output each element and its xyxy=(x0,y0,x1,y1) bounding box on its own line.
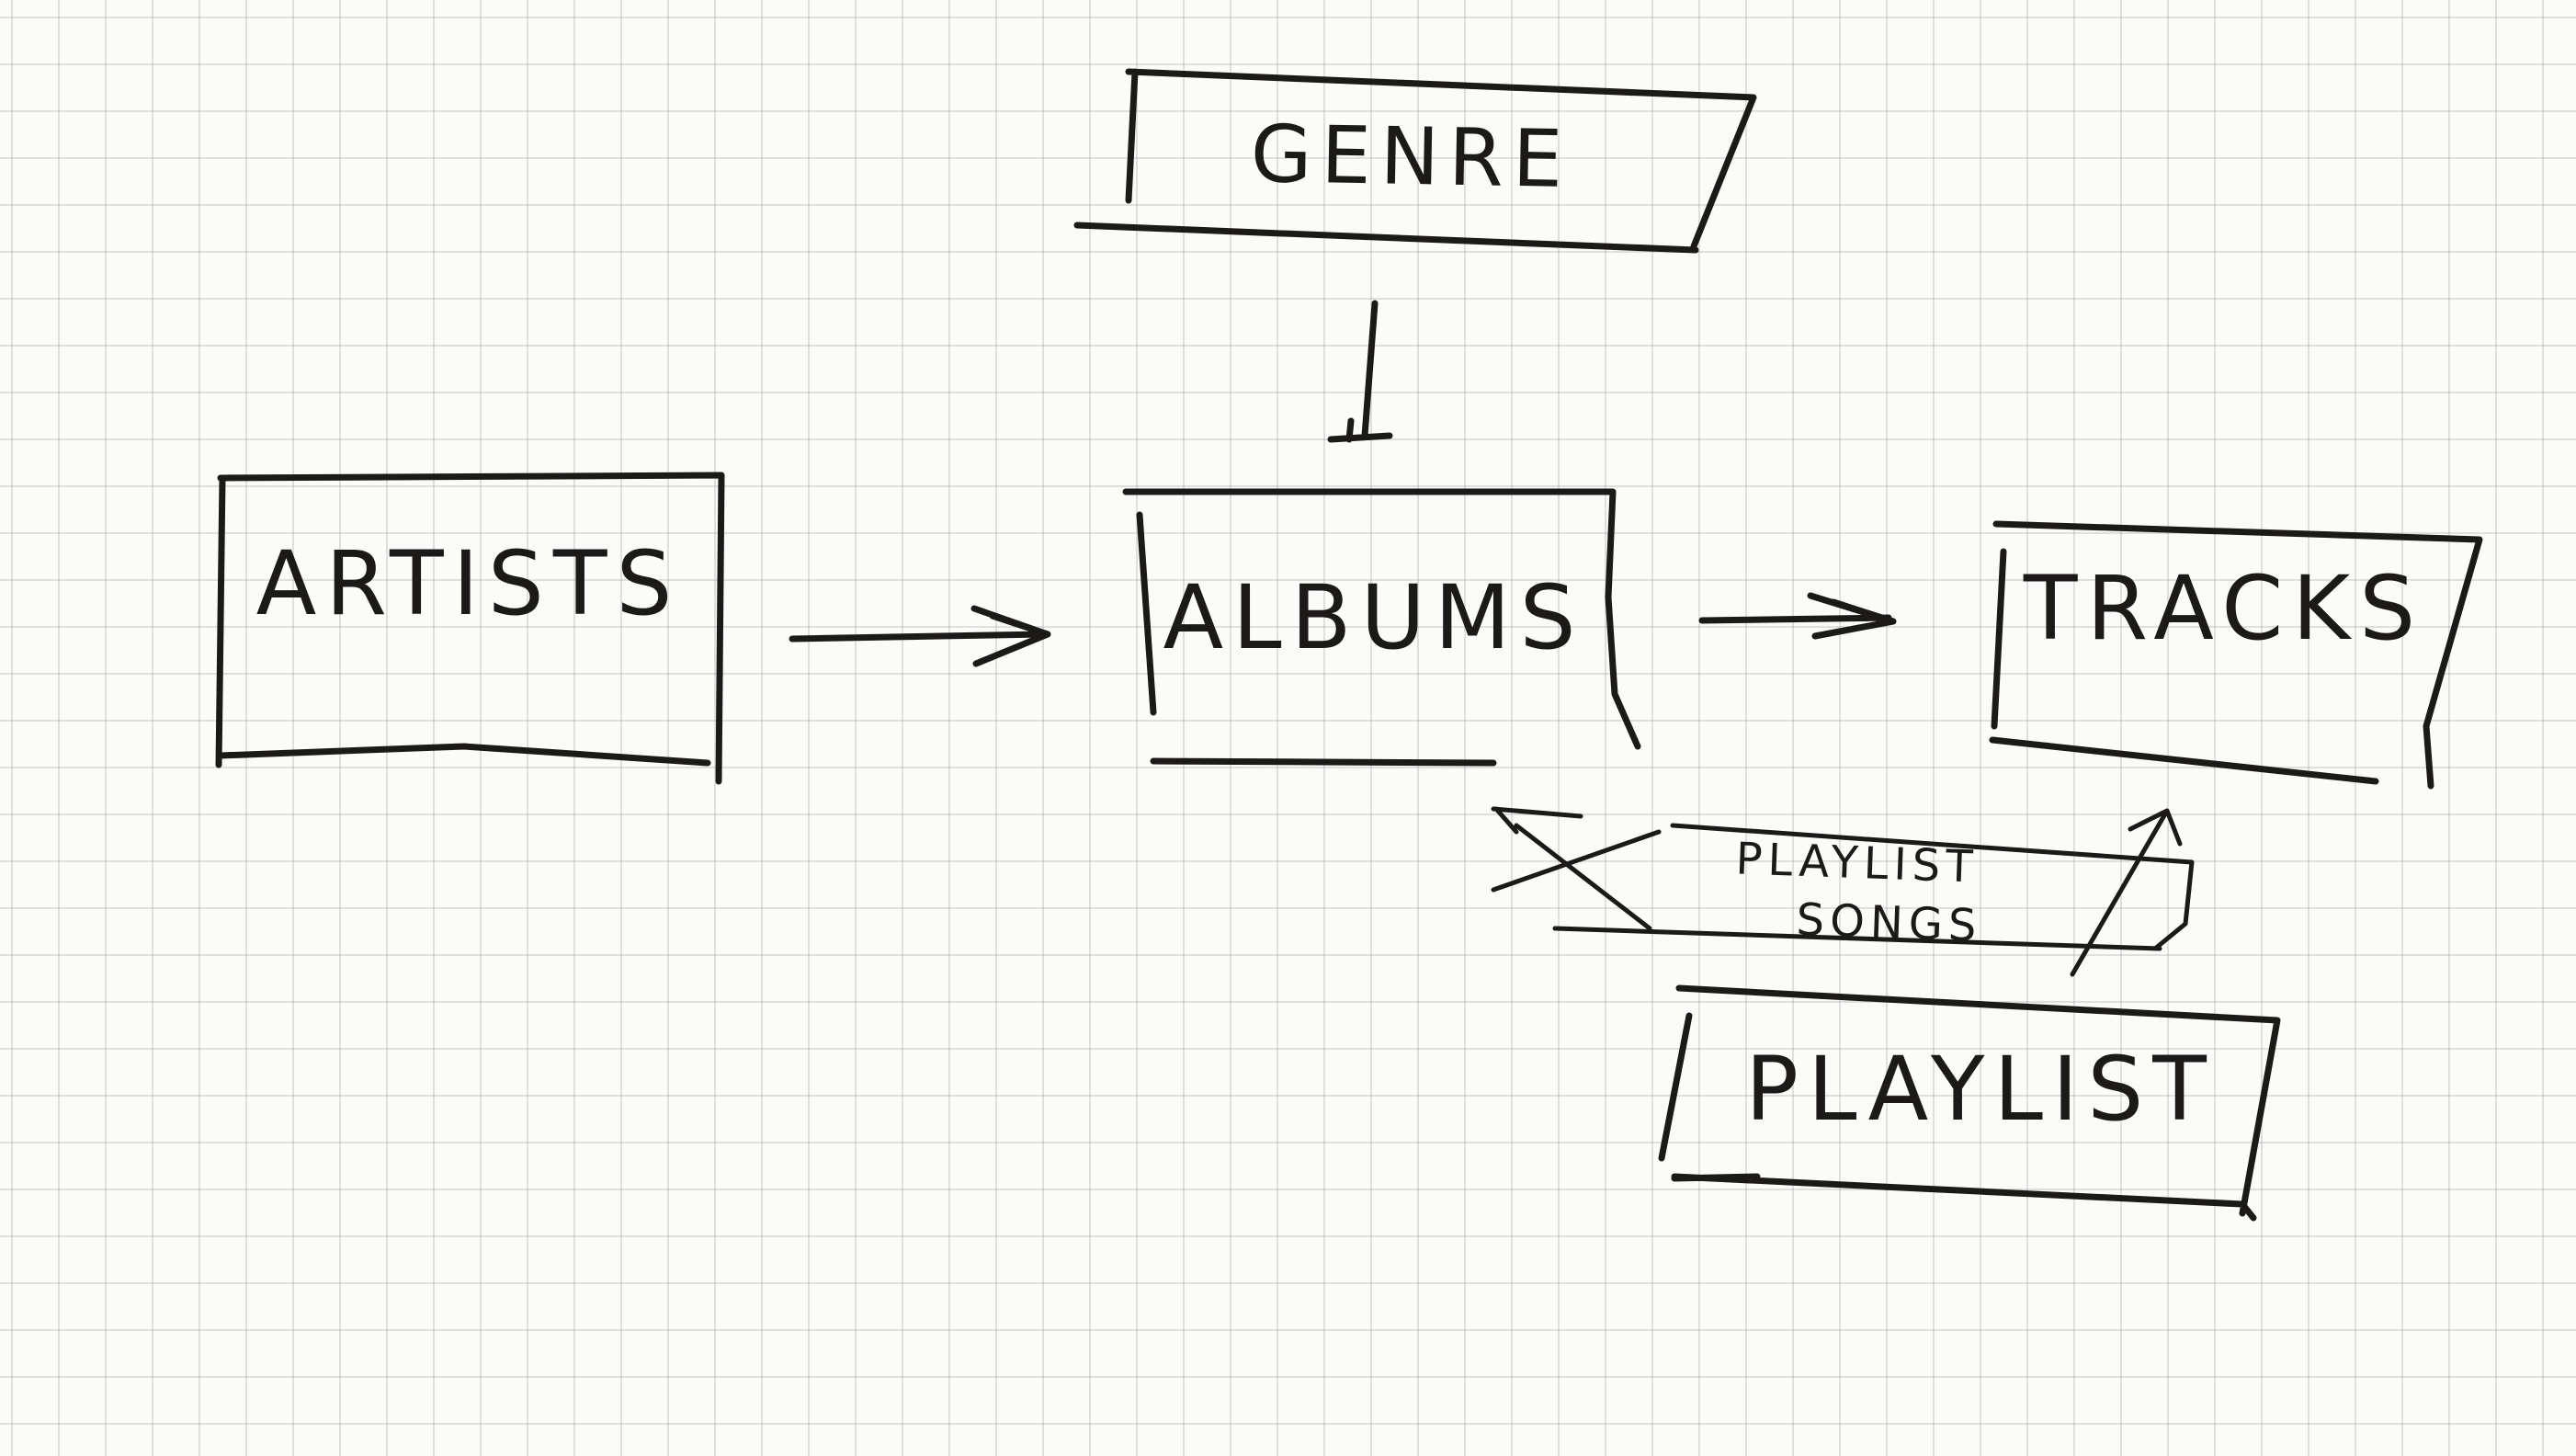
playlist-songs-label-line2: SONGS xyxy=(1796,894,1983,952)
albums-to-tracks-arrow xyxy=(1698,592,1897,640)
tracks-entity: TRACKS xyxy=(1989,520,2483,790)
albums-entity: ALBUMS xyxy=(1122,488,1641,767)
playlist-songs-to-tracks-link xyxy=(2070,808,2183,977)
playlist-entity: PLAYLIST xyxy=(1658,984,2281,1222)
tracks-label: TRACKS xyxy=(2023,557,2424,660)
playlist-songs-entity: PLAYLIST SONGS xyxy=(1491,823,2195,952)
albums-label: ALBUMS xyxy=(1163,566,1584,669)
playlist-songs-to-albums-link xyxy=(1491,806,1652,931)
artists-label: ARTISTS xyxy=(256,532,682,635)
artists-to-albums-arrow xyxy=(789,605,1051,667)
genre-label: GENRE xyxy=(1250,108,1572,206)
genre-to-albums-connector xyxy=(1327,300,1393,443)
artists-entity: ARTISTS xyxy=(215,472,725,785)
genre-entity: GENRE xyxy=(1073,68,1757,254)
playlist-songs-label-line1: PLAYLIST xyxy=(1735,833,1980,893)
playlist-label: PLAYLIST xyxy=(1745,1038,2216,1141)
